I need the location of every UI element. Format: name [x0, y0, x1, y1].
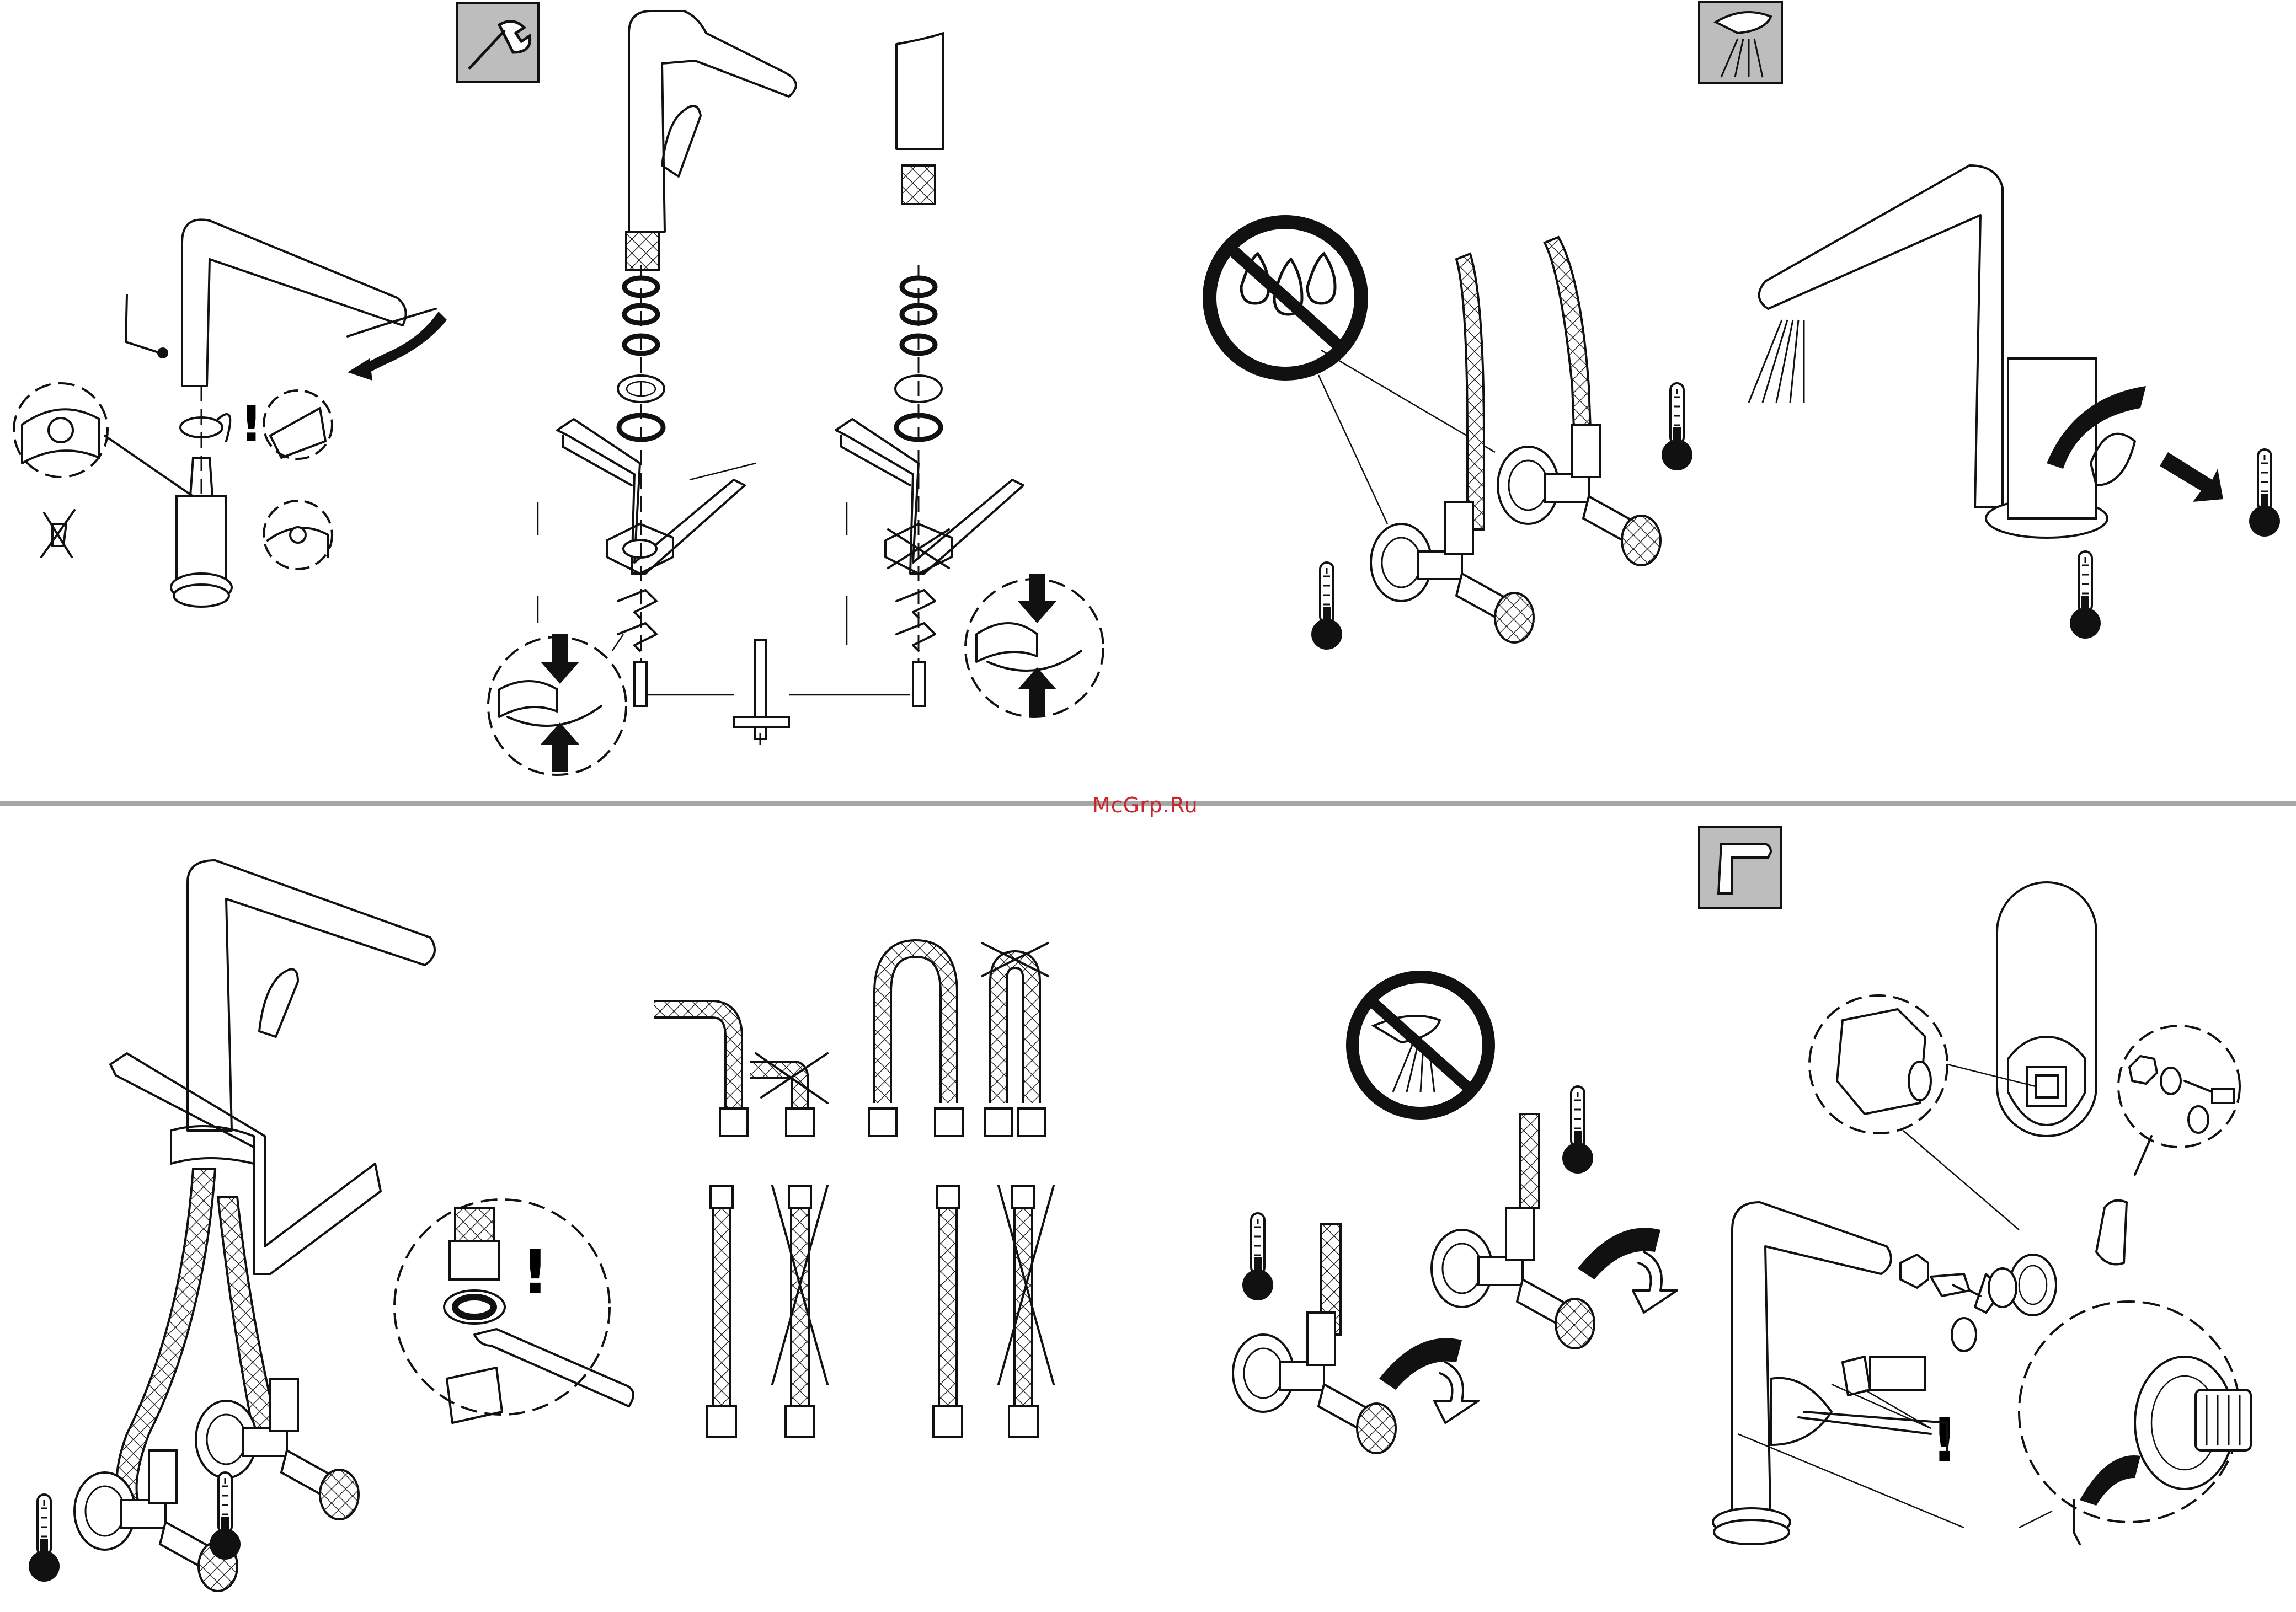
warning-mark: ! [1931, 1405, 1958, 1476]
handle-front-view [1997, 882, 2096, 1136]
panel-mounting-exploded [488, 11, 1103, 775]
warning-mark: ! [240, 395, 263, 453]
hose-bend-dont [750, 1053, 827, 1136]
faucet-flush-illustration [1749, 165, 2223, 538]
hose-loop-dont [982, 943, 1048, 1136]
spray-icon [1699, 2, 1782, 83]
wrench-icon [457, 3, 538, 82]
panel-handle-cartridge: ! [1233, 827, 2251, 1544]
allen-key-icon [1699, 827, 1781, 908]
hose-loop-do [869, 949, 963, 1136]
cross-mark-icon [41, 510, 74, 557]
no-spray-sign-icon [1346, 971, 1495, 1120]
mounting-tool [648, 640, 910, 745]
no-water-sign-icon [1203, 215, 1368, 381]
panel-connection-flush [1203, 2, 2280, 650]
hose-bend-do [654, 1009, 747, 1136]
panel-hose-installation: ! [29, 860, 1054, 1591]
panel-installation-removal: ! [14, 3, 538, 607]
warning-mark: ! [521, 1237, 549, 1308]
watermark-text: McGrp.Ru [1092, 793, 1198, 817]
